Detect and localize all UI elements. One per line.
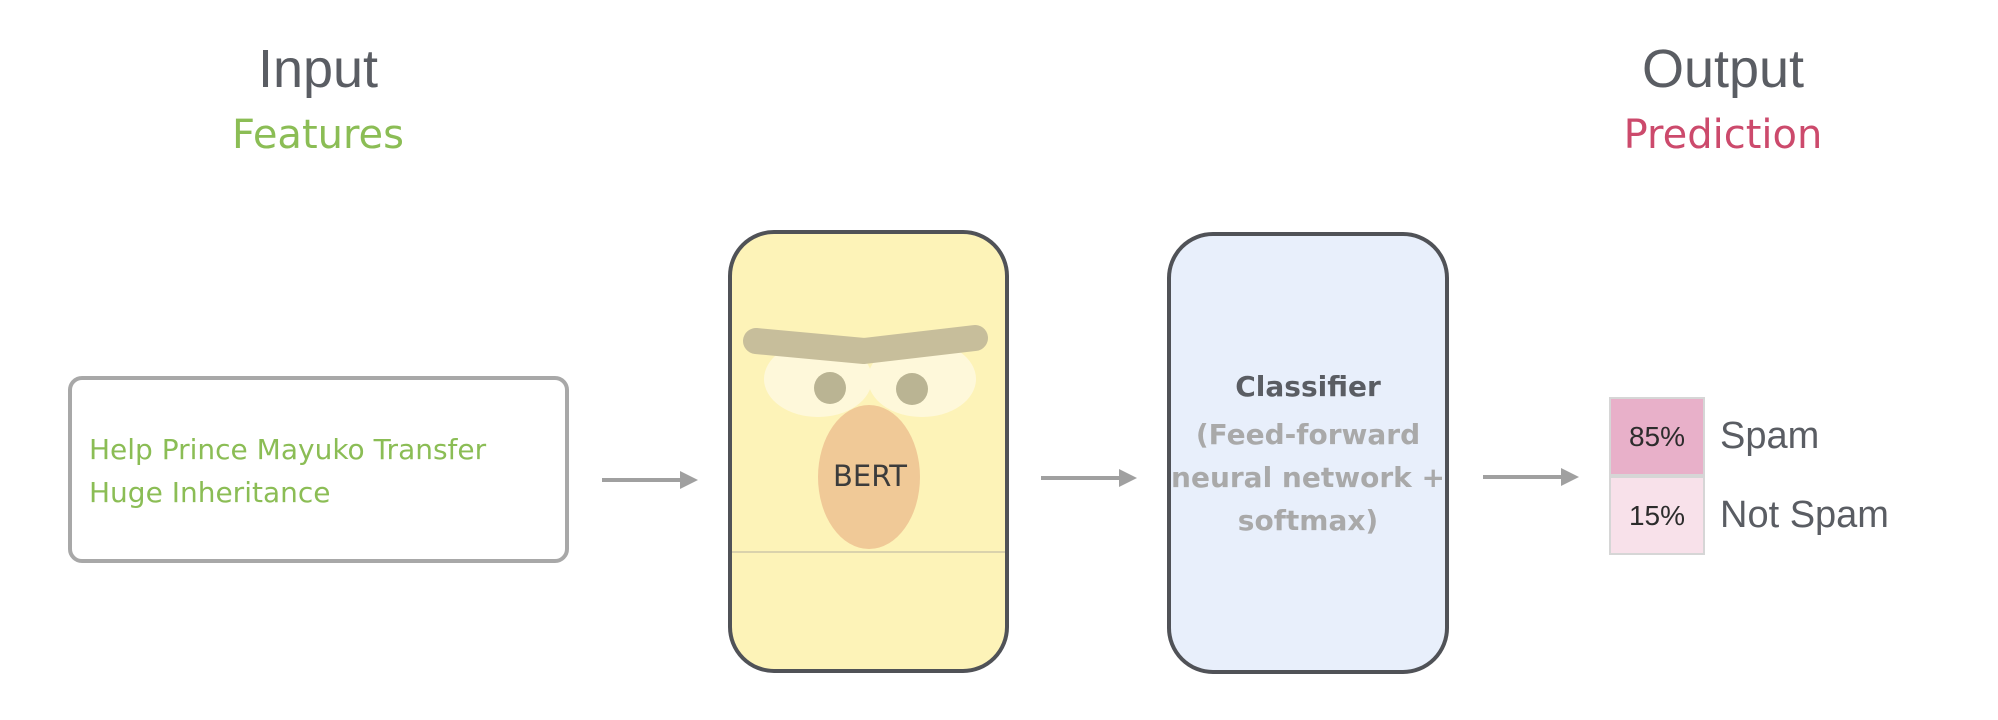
input-text-line: Huge Inheritance	[89, 476, 331, 509]
spam-class-label: Spam	[1720, 415, 1820, 457]
input-text-line: Help Prince Mayuko Transfer	[89, 433, 487, 466]
prediction-label: Prediction	[1623, 112, 1823, 158]
classifier-description-line: neural network +	[1171, 461, 1445, 494]
input-heading: Input	[257, 39, 379, 99]
bert-face-icon	[732, 325, 1005, 553]
classifier-box	[1167, 232, 1449, 674]
arrow-right-icon	[1483, 468, 1579, 486]
spam-probability-cell: 85%	[1609, 397, 1705, 476]
input-text: Help Prince Mayuko Transfer Huge Inherit…	[89, 428, 549, 514]
not-spam-class-label: Not Spam	[1720, 494, 1889, 536]
classifier-description-line: (Feed-forward	[1195, 418, 1421, 451]
bert-model-box	[728, 230, 1009, 673]
not-spam-probability-cell: 15%	[1609, 476, 1705, 555]
input-text-box	[68, 376, 569, 563]
features-label: Features	[232, 112, 404, 158]
classifier-description-line: softmax)	[1237, 504, 1379, 537]
arrow-right-icon	[602, 471, 698, 489]
output-heading: Output	[1641, 39, 1805, 99]
arrow-right-icon	[1041, 469, 1137, 487]
classifier-title: Classifier	[1235, 370, 1381, 403]
classifier-description: (Feed-forward neural network + softmax)	[1167, 413, 1449, 542]
bert-label: BERT	[833, 459, 907, 493]
